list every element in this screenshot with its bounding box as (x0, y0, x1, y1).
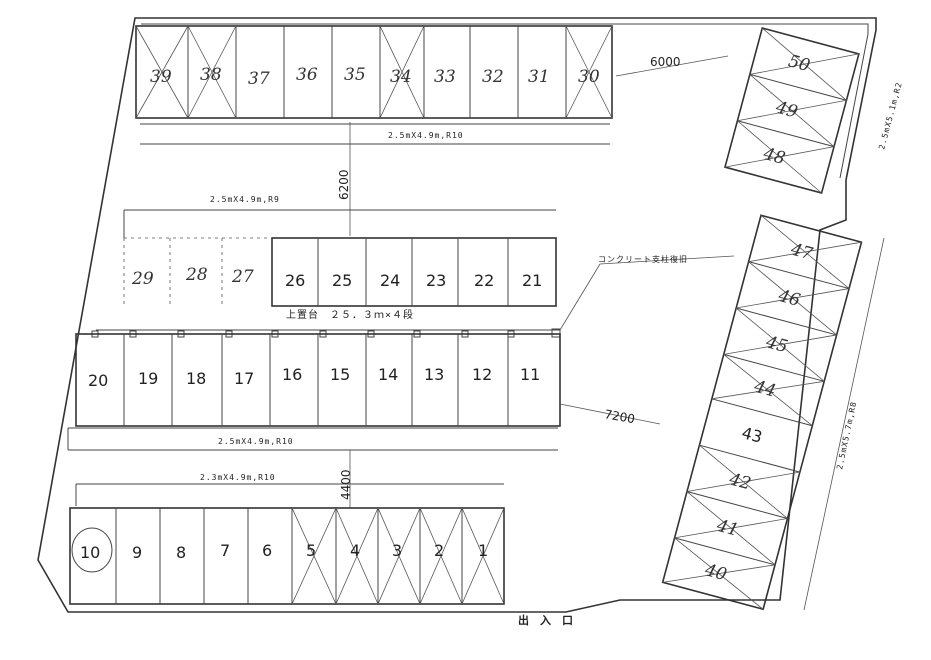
dim-6000: 6000 (650, 55, 681, 69)
space-4: 4 (350, 541, 360, 560)
space-16: 16 (282, 365, 302, 384)
space-23: 23 (426, 271, 446, 290)
space-20: 20 (88, 371, 108, 390)
space-40: 40 (702, 560, 729, 585)
top-row: 39 38 37 36 35 34 33 32 31 30 2.5mX4.9m,… (135, 25, 613, 145)
space-21: 21 (522, 271, 542, 290)
space-47: 47 (788, 239, 815, 264)
space-17: 17 (234, 369, 254, 388)
space-41: 41 (714, 516, 741, 541)
upper-middle-row: 29 28 27 26 25 24 23 22 21 (123, 237, 557, 307)
space-2: 2 (434, 541, 444, 560)
right-side-size-label: 2.5mX5.7m,R8 (835, 400, 858, 470)
upper-size-label: 2.5mX4.9m,R9 (210, 195, 280, 204)
space-10: 10 (80, 543, 100, 562)
right-top-size-label: 2.5mX5.1m,R2 (877, 81, 904, 151)
space-18: 18 (186, 369, 206, 388)
space-31: 31 (528, 67, 550, 87)
space-14: 14 (378, 365, 398, 384)
space-5: 5 (306, 541, 316, 560)
space-19: 19 (138, 369, 158, 388)
lot-boundary-inner (141, 23, 869, 179)
space-27: 27 (231, 267, 254, 287)
lower-middle-row: 20 19 18 17 16 15 14 13 12 11 (75, 333, 561, 427)
right-side-block: 47 46 45 44 43 42 41 40 (661, 214, 863, 611)
concrete-support-note: コンクリート支柱復旧 (598, 254, 688, 264)
space-33: 33 (434, 67, 456, 87)
space-12: 12 (472, 365, 492, 384)
space-49: 49 (773, 97, 800, 122)
space-32: 32 (482, 67, 504, 87)
space-34: 34 (390, 67, 412, 87)
space-38: 38 (200, 65, 222, 85)
space-1: 1 (478, 541, 488, 560)
space-44: 44 (751, 377, 778, 402)
space-35: 35 (344, 65, 366, 85)
space-15: 15 (330, 365, 350, 384)
space-9: 9 (132, 543, 142, 562)
top-row-size-label: 2.5mX4.9m,R10 (388, 131, 464, 140)
space-30: 30 (578, 67, 600, 87)
space-11: 11 (520, 365, 540, 384)
dim-4400: 4400 (339, 469, 353, 500)
space-3: 3 (392, 541, 402, 560)
space-6: 6 (262, 541, 272, 560)
space-13: 13 (424, 365, 444, 384)
space-7: 7 (220, 541, 230, 560)
stacker-label: 上置台 ２５．３ｍ×４段 (286, 308, 414, 321)
space-45: 45 (763, 332, 790, 357)
space-26: 26 (285, 271, 305, 290)
space-48: 48 (760, 144, 787, 169)
space-24: 24 (380, 271, 400, 290)
space-25: 25 (332, 271, 352, 290)
bottom-row: 10 9 8 7 6 5 4 3 2 1 (69, 507, 505, 605)
space-22: 22 (474, 271, 494, 290)
space-43: 43 (740, 423, 765, 447)
space-36: 36 (296, 65, 318, 85)
entrance-label: 出 入 口 (518, 613, 573, 627)
lot-boundary (37, 17, 877, 613)
space-50: 50 (786, 51, 812, 76)
mid-size-label: 2.5mX4.9m,R10 (218, 437, 294, 446)
space-28: 28 (185, 265, 208, 285)
right-top-block: 50 49 48 (724, 27, 860, 194)
bottom-size-label: 2.3mX4.9m,R10 (200, 473, 276, 482)
space-8: 8 (176, 543, 186, 562)
dim-6200: 6200 (337, 169, 351, 200)
space-39: 39 (150, 67, 172, 87)
space-37: 37 (248, 69, 270, 89)
space-42: 42 (726, 469, 753, 494)
dim-7200: 7200 (603, 407, 636, 426)
space-29: 29 (131, 269, 154, 289)
space-46: 46 (775, 286, 802, 311)
